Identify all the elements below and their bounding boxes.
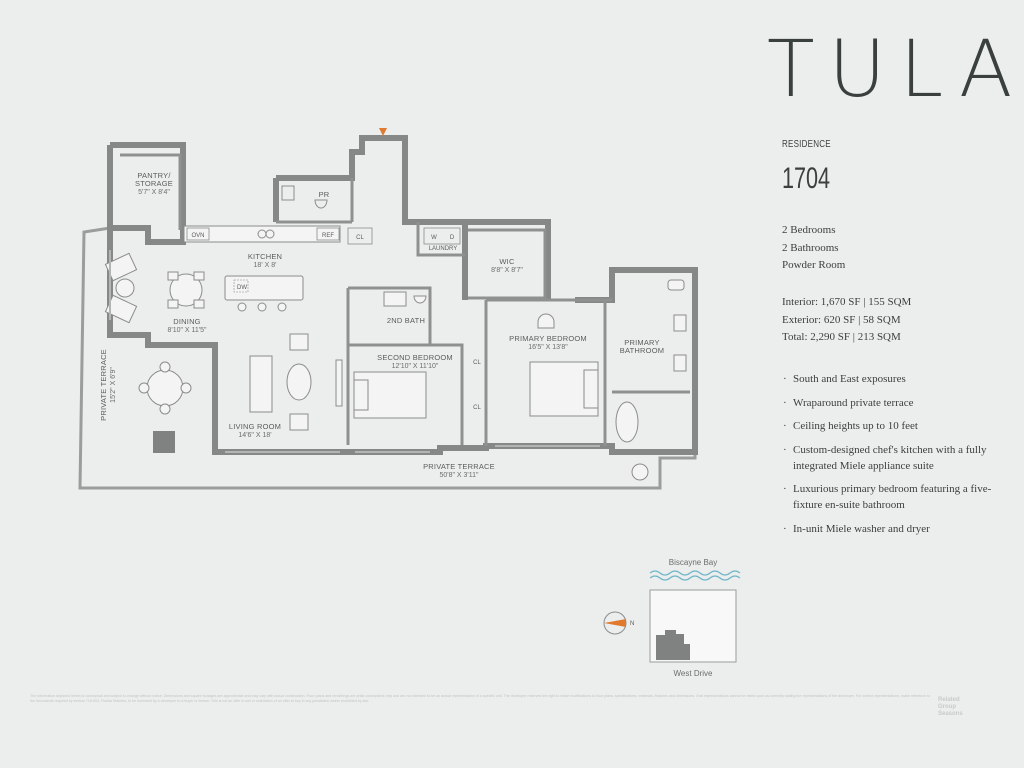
rooms-bedrooms: 2 Bedrooms <box>782 224 836 236</box>
kitchen-counter <box>183 185 341 312</box>
key-plan: Biscayne Bay West Drive N <box>603 558 741 678</box>
primary-bedroom-dims: 16'5" X 13'8" <box>528 344 568 351</box>
residence-label: RESIDENCE <box>782 139 831 150</box>
brand-logo: TULA <box>767 25 1024 115</box>
second-bedroom-dims: 12'10" X 11'10" <box>392 363 439 370</box>
laundry-label: LAUNDRY <box>429 246 458 252</box>
living-furniture <box>249 333 343 431</box>
closet-tag: CL <box>356 235 364 241</box>
rooms-bathrooms: 2 Bathrooms <box>782 241 839 254</box>
closet-tag-3: CL <box>473 405 481 411</box>
compass-arrow-icon <box>604 619 626 627</box>
area-interior: Interior: 1,670 SF | 155 SQM <box>782 296 912 308</box>
second-bedroom-label: SECOND BEDROOM <box>377 353 453 362</box>
compass-north: N <box>630 621 634 627</box>
area-total: Total: 2,290 SF | 213 SQM <box>782 331 901 343</box>
developer-logo: Related Group Seasons <box>938 697 968 718</box>
rooms-powder: Powder Room <box>782 259 846 271</box>
exterior-walls <box>107 135 698 455</box>
primary-bath-label-2: BATHROOM <box>620 346 664 355</box>
oven-tag: OVN <box>191 233 204 239</box>
feature-item: In-unit Miele washer and dryer <box>782 521 1002 537</box>
terrace-outline <box>78 226 697 490</box>
area-exterior: Exterior: 620 SF | 58 SQM <box>782 313 901 326</box>
kitchen-dims: 18' X 8' <box>254 262 277 269</box>
pantry-label-2: STORAGE <box>135 179 173 188</box>
developer-logo-line: Seasons <box>938 711 963 717</box>
terrace-west-dims: 15'2" X 6'9" <box>110 367 117 403</box>
primary-bedroom-label: PRIMARY BEDROOM <box>509 334 587 343</box>
area-summary: Interior: 1,670 SF | 155 SQM Exterior: 6… <box>782 294 911 347</box>
dining-dims: 8'10" X 11'5" <box>167 327 207 334</box>
powder-label: PR <box>319 190 330 199</box>
terrace-furniture <box>104 252 649 481</box>
feature-item: Ceiling heights up to 10 feet <box>782 418 1002 434</box>
dining-table <box>167 271 205 309</box>
dryer-tag: D <box>450 235 455 241</box>
feature-item: Wraparound private terrace <box>782 395 1002 411</box>
water-wave <box>649 570 741 576</box>
developer-logo-line: Group <box>938 704 956 710</box>
terrace-south-label: PRIVATE TERRACE <box>423 462 495 471</box>
beds <box>353 313 599 419</box>
terrace-west-label: PRIVATE TERRACE <box>99 349 108 421</box>
feature-item: South and East exposures <box>782 371 1002 387</box>
fridge-tag: REF <box>322 233 334 239</box>
terrace-south-dims: 50'8" X 3'11" <box>439 472 479 479</box>
living-dims: 14'6" X 18' <box>238 432 271 439</box>
pantry-label: PANTRY/ <box>137 171 171 180</box>
key-plan-bay-label: Biscayne Bay <box>669 558 717 567</box>
residence-number: 1704 <box>782 162 831 195</box>
developer-logo-line: Related <box>938 697 960 703</box>
entry-marker <box>379 128 387 136</box>
water-wave-2 <box>649 575 741 581</box>
washer-tag: W <box>431 235 437 241</box>
dining-label: DINING <box>173 317 200 326</box>
rooms-summary: 2 Bedrooms 2 Bathrooms Powder Room <box>782 222 845 275</box>
wic-dims: 8'8" X 8'7" <box>491 267 523 274</box>
wic-label: WIC <box>499 257 515 266</box>
interior-walls <box>120 153 690 446</box>
unit-highlight <box>656 630 690 660</box>
closet-tag-2: CL <box>473 360 481 366</box>
feature-item: Luxurious primary bedroom featuring a fi… <box>782 481 1002 513</box>
second-bath-label: 2ND BATH <box>387 316 425 325</box>
pantry-dims: 5'7" X 8'4" <box>138 189 170 196</box>
kitchen-label: KITCHEN <box>248 252 282 261</box>
dishwasher-tag: DW <box>237 285 247 291</box>
windows <box>109 250 600 453</box>
key-plan-street-label: West Drive <box>674 669 714 678</box>
legal-disclaimer: The information depicted herein is conce… <box>30 694 930 703</box>
feature-list: South and East exposures Wraparound priv… <box>782 371 1002 544</box>
feature-item: Custom-designed chef's kitchen with a fu… <box>782 442 1002 474</box>
primary-bath-label: PRIMARY <box>624 338 659 347</box>
bath-fixtures <box>383 279 687 443</box>
living-label: LIVING ROOM <box>229 422 281 431</box>
